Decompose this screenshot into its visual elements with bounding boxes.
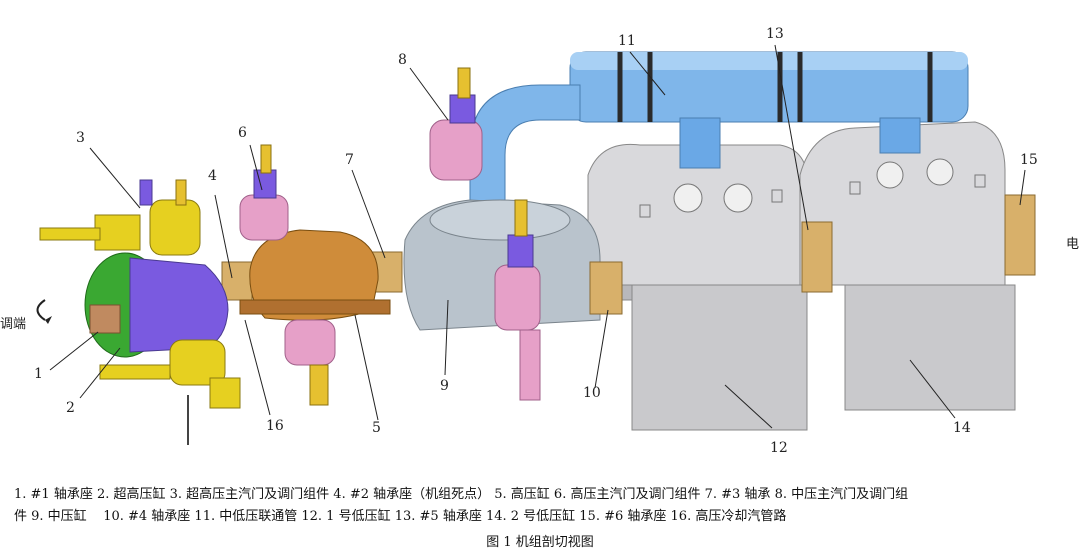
label-6: 6	[238, 125, 247, 141]
label-16: 16	[266, 418, 284, 434]
label-3: 3	[76, 130, 85, 146]
label-13: 13	[766, 26, 784, 42]
left-end-label: 调端	[0, 317, 27, 332]
figure-caption: 图 1 机组剖切视图	[486, 535, 594, 550]
ip-cylinder	[403, 199, 601, 331]
legend: 1. #1 轴承座 2. 超高压缸 3. 超高压主汽门及调门组件 4. #2 轴…	[14, 484, 1072, 528]
lp-cylinder-1	[586, 143, 809, 431]
label-7: 7	[345, 152, 354, 168]
label-5: 5	[372, 420, 381, 436]
vhp-cylinder	[84, 252, 229, 358]
legend-line-2: 件 9. 中压缸 10. #4 轴承座 11. 中低压联通管 12. 1 号低压…	[14, 509, 787, 524]
label-2: 2	[66, 400, 75, 416]
crossover-pipe	[469, 51, 969, 206]
label-11: 11	[618, 33, 636, 49]
hp-valves	[239, 144, 336, 406]
label-12: 12	[770, 440, 788, 456]
ip-valves	[429, 67, 541, 401]
legend-line-1: 1. #1 轴承座 2. 超高压缸 3. 超高压主汽门及调门组件 4. #2 轴…	[14, 487, 909, 502]
label-4: 4	[208, 168, 217, 184]
label-8: 8	[398, 52, 407, 68]
label-15: 15	[1020, 152, 1038, 168]
vhp-valves	[39, 179, 241, 445]
leader-lines	[49, 44, 1026, 429]
hp-cylinder	[239, 229, 391, 321]
right-end-label: 电	[1066, 237, 1080, 252]
lp-cylinder-2	[799, 121, 1016, 411]
label-1: 1	[34, 366, 43, 382]
label-14: 14	[953, 420, 971, 436]
label-10: 10	[583, 385, 601, 401]
label-9: 9	[440, 378, 449, 394]
turbine-cutaway-diagram	[36, 44, 1036, 445]
